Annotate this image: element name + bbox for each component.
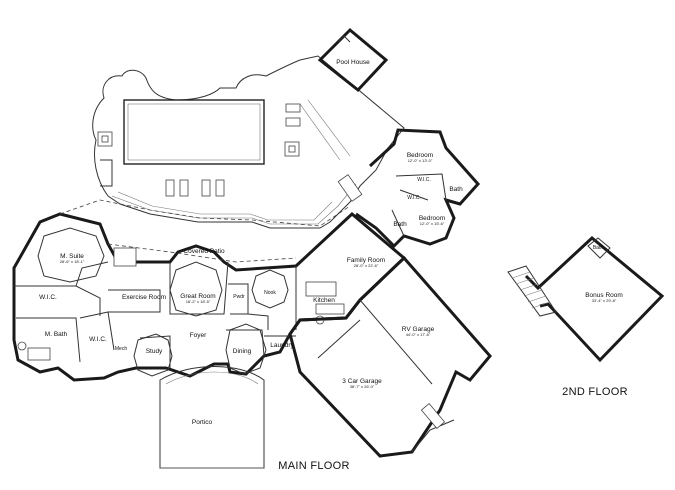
room-label-m-bath: M. Bath: [45, 331, 68, 338]
room-label-dining: Dining: [233, 348, 252, 355]
room-label-foyer: Foyer: [190, 332, 207, 339]
room-label-laundry: Laundry: [270, 342, 294, 349]
bathtub-icon: [27, 347, 51, 361]
room-label-kitchen: Kitchen: [313, 297, 335, 304]
room-dims-bedroom-1: 12'-0" x 13'-0": [408, 158, 433, 163]
room-label-bath-2: Bath: [393, 221, 407, 228]
room-label-bath-1: Bath: [449, 186, 463, 193]
stair-icon: [507, 265, 557, 317]
patio-table-icon: [97, 131, 113, 147]
room-label-m-suite: M. Suite: [60, 253, 84, 260]
room-dims-family-room: 28'-0" x 22'-6": [354, 263, 379, 268]
room-label-wic-1: W.I.C.: [417, 177, 431, 183]
bonus-room-walls: [524, 236, 665, 363]
room-label-3-car-garage: 3 Car Garage: [342, 378, 382, 385]
room-label-study: Study: [146, 348, 163, 355]
room-label-portico: Portico: [192, 419, 213, 426]
room-label-mech: Mech: [115, 346, 127, 352]
garage-walls: [288, 255, 492, 458]
room-label-nook: Nook: [264, 290, 276, 296]
room-dims-bonus-room: 33'-4" x 29'-8": [592, 298, 617, 303]
room-label-bedroom-2: Bedroom: [419, 215, 445, 222]
room-label-pwdr: Pwdr: [233, 294, 245, 300]
room-dims-rv-garage: 44'-0" x 17'-6": [406, 332, 431, 337]
pool-deck-outline: [92, 55, 405, 229]
room-label-bonus-room: Bonus Room: [585, 292, 623, 299]
room-dims-m-suite: 28'-6" x 18'-1": [60, 259, 85, 264]
room-dims-great-room: 18'-2" x 18'-5": [186, 299, 211, 304]
room-label-bath-up: Bath: [593, 245, 604, 251]
swimming-pool: [123, 99, 265, 165]
room-label-great-room: Great Room: [180, 293, 215, 300]
second-floor-label: 2ND FLOOR: [562, 386, 628, 398]
room-label-bedroom-1: Bedroom: [407, 152, 433, 159]
main-floor-label: MAIN FLOOR: [278, 460, 349, 472]
room-label-rv-garage: RV Garage: [402, 326, 435, 333]
room-label-wic-master: W.I.C.: [39, 294, 57, 301]
room-dims-3-car-garage: 38'-7" x 26'-0": [350, 384, 375, 389]
room-label-exercise-room: Exercise Room: [122, 294, 166, 301]
portico-outline: [159, 366, 265, 469]
room-label-wic-2: W.I.C.: [407, 195, 421, 201]
patio-table-icon: [284, 141, 300, 157]
lounge-chairs-icon: [165, 103, 301, 197]
room-label-covered-patio: Covered Patio: [183, 248, 225, 255]
room-dims-bedroom-2: 12'-0" x 15'-6": [420, 221, 445, 226]
room-label-family-room: Family Room: [347, 257, 385, 264]
room-label-wic-bath: W.I.C.: [89, 336, 107, 343]
room-label-pool-house: Pool House: [336, 59, 370, 66]
